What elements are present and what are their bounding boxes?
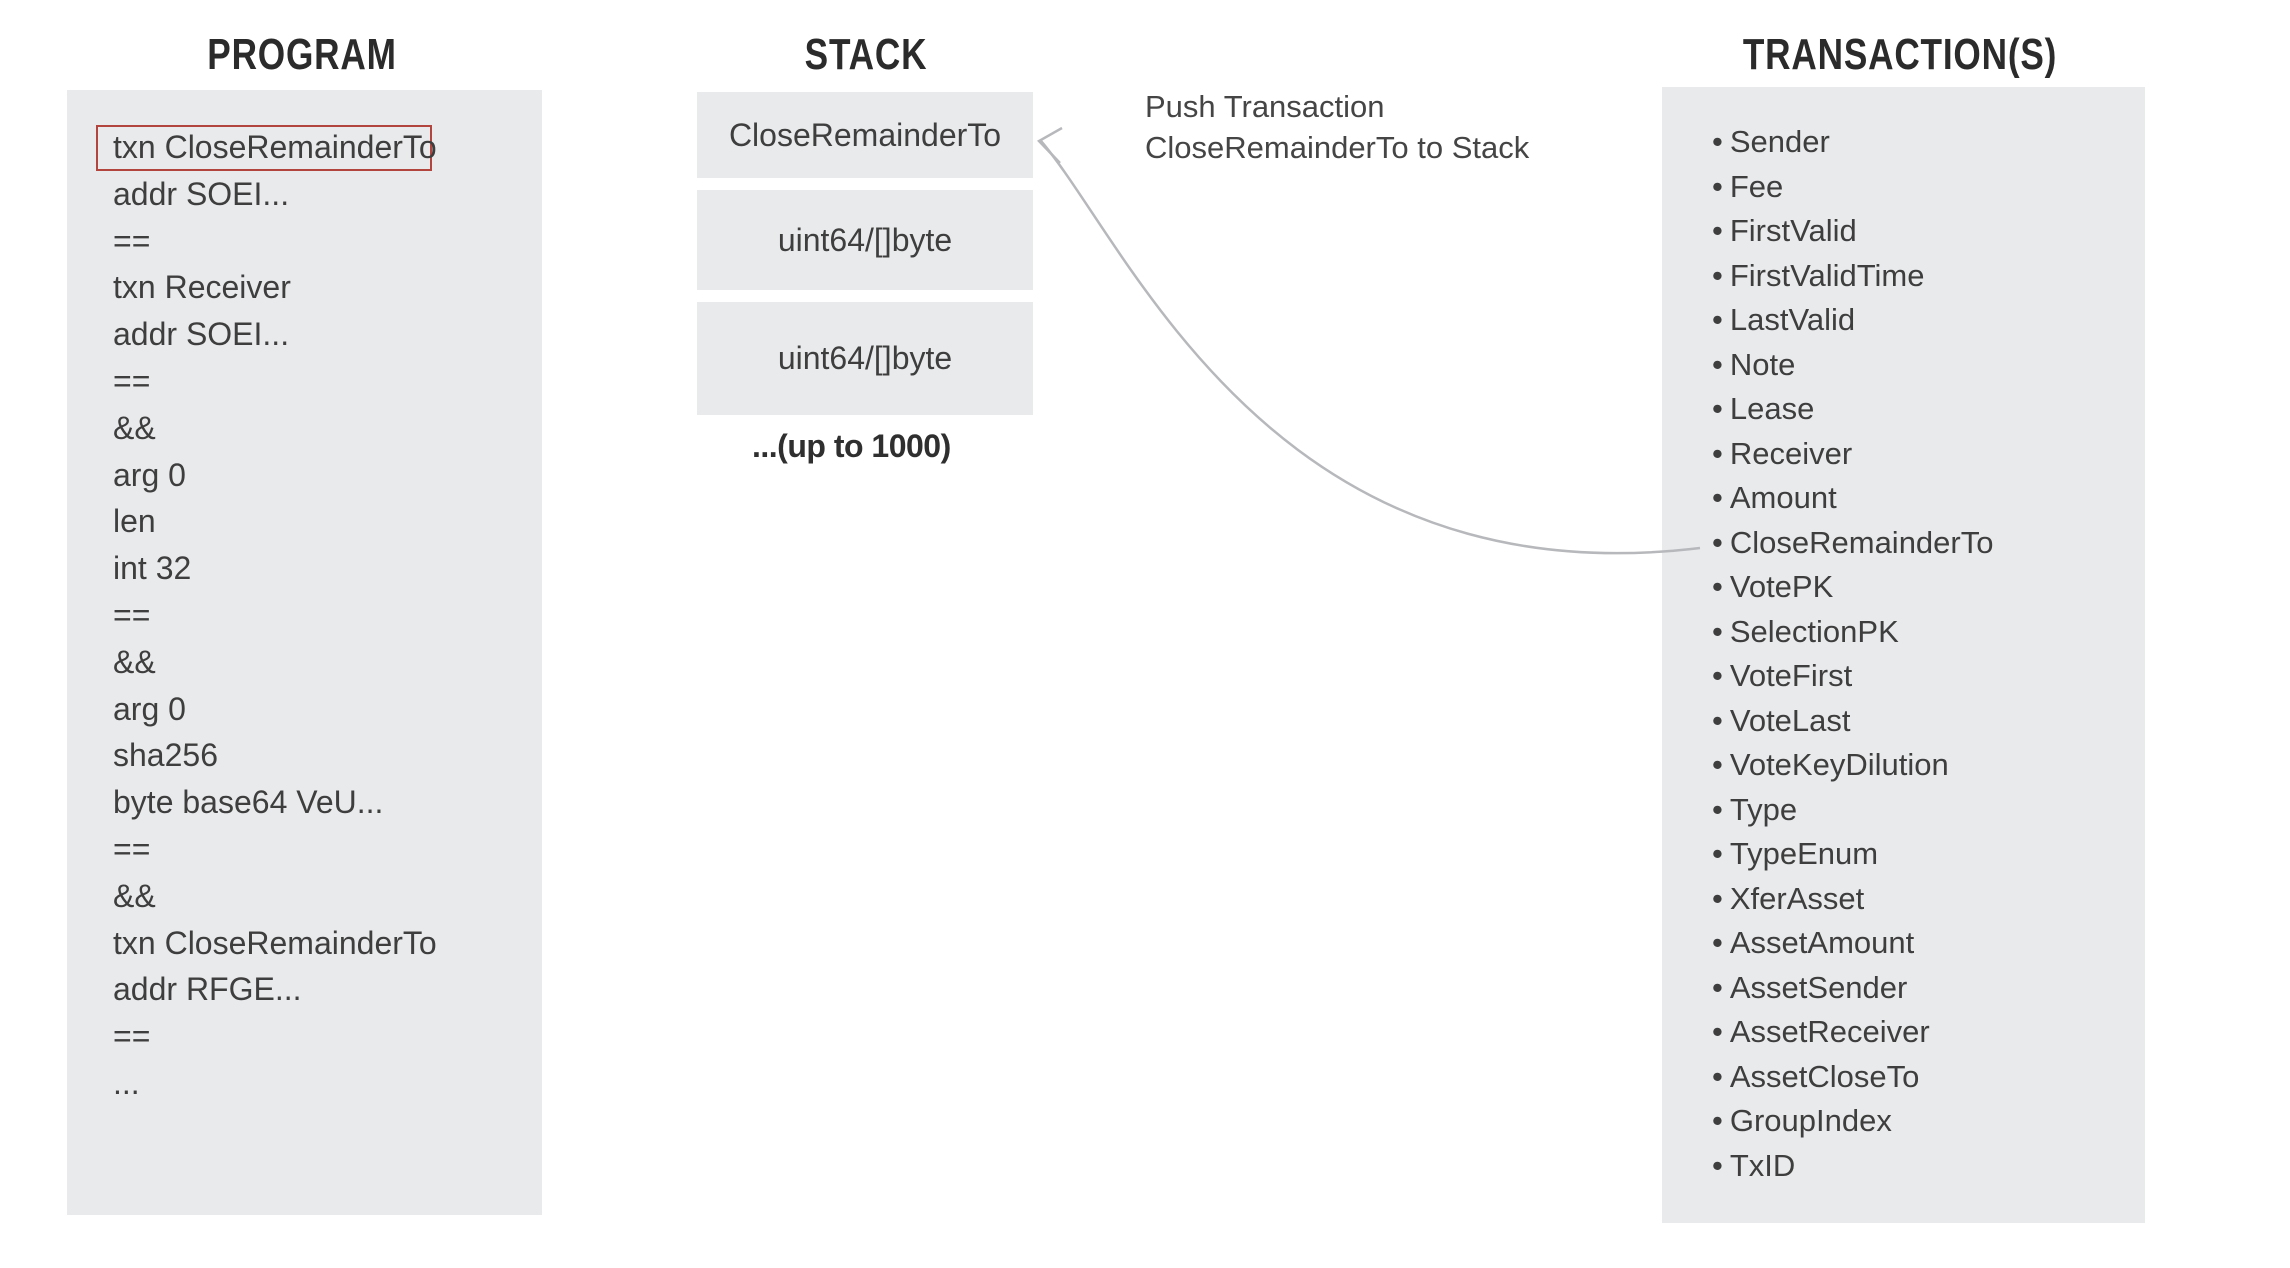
transactions-title: TRANSACTION(S)	[1742, 30, 2058, 79]
program-code-line: ==	[113, 362, 151, 399]
stack-slot: uint64/[]byte	[697, 190, 1033, 290]
program-code-line: addr SOEI...	[113, 316, 290, 353]
push-annotation: Push Transaction CloseRemainderTo to Sta…	[1145, 86, 1529, 168]
program-code-line: &&	[113, 643, 156, 680]
transaction-field-item: AssetAmount	[1712, 921, 1993, 966]
program-code-line: txn Receiver	[113, 269, 291, 306]
transaction-field-item: Type	[1712, 788, 1993, 833]
transaction-field-item: VoteKeyDilution	[1712, 743, 1993, 788]
transaction-field-item: VoteLast	[1712, 699, 1993, 744]
transaction-field-item: Receiver	[1712, 432, 1993, 477]
transaction-field-item: AssetReceiver	[1712, 1010, 1993, 1055]
transaction-field-item: AssetSender	[1712, 966, 1993, 1011]
transaction-field-item: Fee	[1712, 165, 1993, 210]
highlighted-line-box	[96, 125, 432, 171]
stack-slot: uint64/[]byte	[697, 302, 1033, 415]
program-code-line: sha256	[113, 737, 218, 774]
transaction-field-item: Amount	[1712, 476, 1993, 521]
program-code-line: ==	[113, 1018, 151, 1055]
stack-slot-label: uint64/[]byte	[777, 340, 953, 376]
program-code-line: ==	[113, 830, 151, 867]
transaction-field-item: Sender	[1712, 120, 1993, 165]
program-code-line: ...	[113, 1064, 140, 1101]
program-panel	[67, 90, 542, 1215]
push-annotation-line1: Push Transaction	[1145, 89, 1385, 124]
stack-title: STACK	[804, 30, 928, 79]
transaction-field-item: Lease	[1712, 387, 1993, 432]
stack-slot-label: CloseRemainderTo	[728, 116, 1002, 153]
program-code-line: len	[113, 503, 156, 540]
stack-slot-label: uint64/[]byte	[777, 221, 953, 258]
transaction-field-item: XferAsset	[1712, 877, 1993, 922]
transaction-fields-list: SenderFeeFirstValidFirstValidTimeLastVal…	[1712, 120, 1994, 1189]
push-annotation-line2: CloseRemainderTo to Stack	[1145, 130, 1530, 165]
program-code-line: arg 0	[113, 690, 186, 727]
program-code-line: ==	[113, 222, 151, 259]
program-code-line: arg 0	[113, 456, 186, 493]
program-code-line: int 32	[113, 550, 192, 587]
transaction-field-item: SelectionPK	[1712, 610, 1993, 655]
program-code-line: txn CloseRemainderTo	[113, 129, 437, 165]
transaction-field-item: LastValid	[1712, 298, 1993, 343]
program-code-line: byte base64 VeU...	[113, 784, 384, 821]
program-code-line: &&	[113, 877, 156, 914]
program-code-line: ==	[113, 596, 151, 633]
transaction-field-item: GroupIndex	[1712, 1099, 1993, 1144]
stack-capacity-note: ...(up to 1000)	[752, 428, 951, 464]
transaction-field-item: VoteFirst	[1712, 654, 1993, 699]
transaction-field-item: Note	[1712, 343, 1993, 388]
push-arrow-curve	[1040, 140, 1701, 555]
stack-slot: CloseRemainderTo	[697, 92, 1033, 178]
program-code-listing: txn CloseRemainderTo addr SOEI... == txn Re…	[113, 124, 437, 1107]
transaction-field-item: CloseRemainderTo	[1712, 521, 1994, 566]
program-title: PROGRAM	[207, 30, 397, 79]
transaction-field-item: TypeEnum	[1712, 832, 1993, 877]
program-code-line: addr RFGE...	[113, 971, 302, 1008]
program-code-line: txn CloseRemainderTo	[113, 924, 437, 961]
transaction-field-item: FirstValidTime	[1712, 254, 1993, 299]
transaction-field-item: AssetCloseTo	[1712, 1055, 1993, 1100]
program-code-line: &&	[113, 409, 156, 446]
program-code-line: addr SOEI...	[113, 175, 290, 212]
transaction-field-item: TxID	[1712, 1144, 1993, 1189]
arrow-head-icon	[1036, 126, 1063, 164]
transaction-field-item: VotePK	[1712, 565, 1993, 610]
transaction-field-item: FirstValid	[1712, 209, 1993, 254]
